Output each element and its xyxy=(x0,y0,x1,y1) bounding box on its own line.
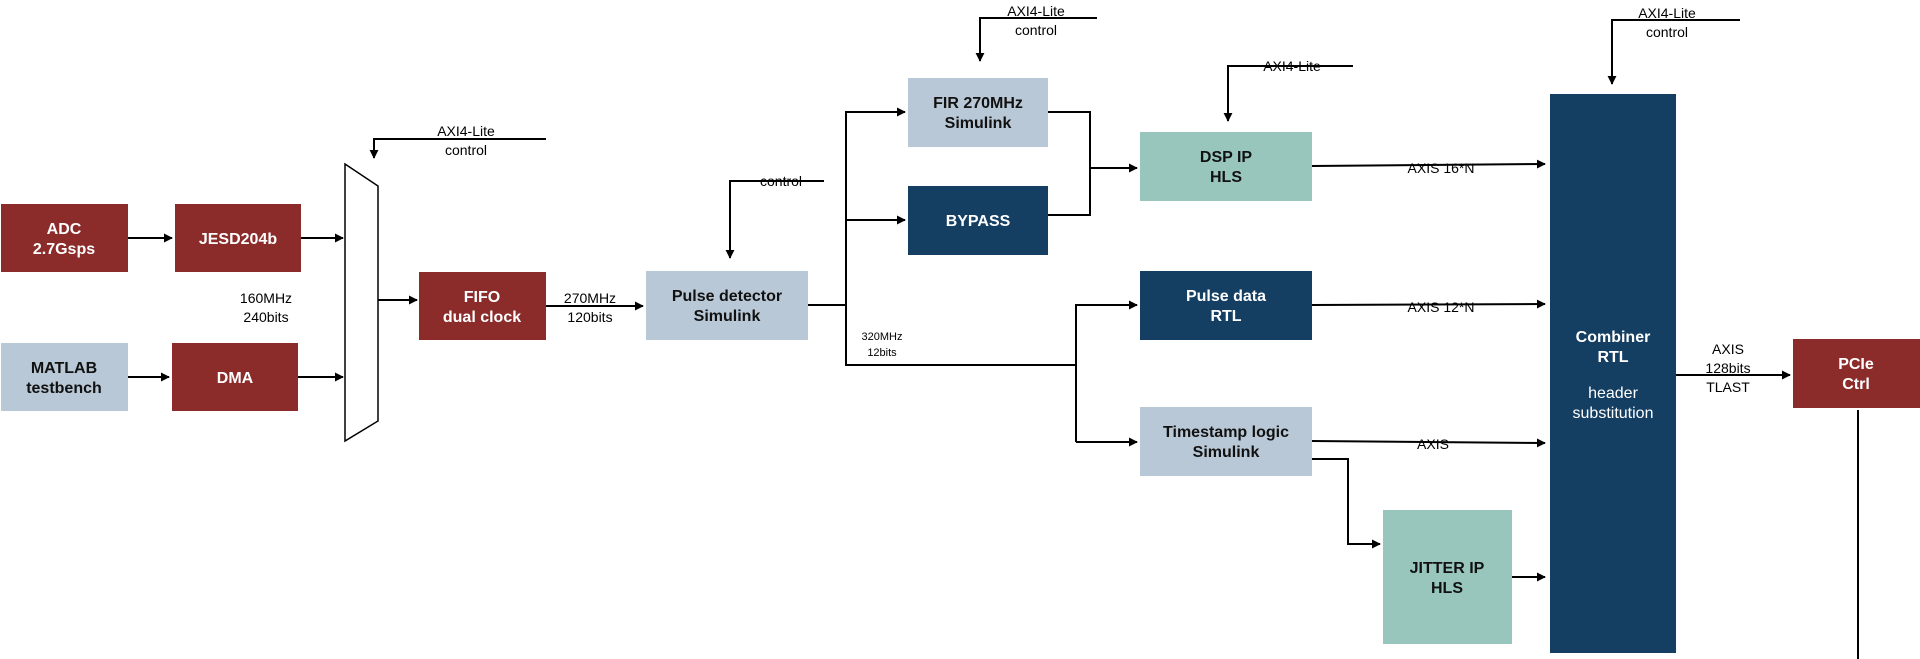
label-clk270-2: 120bits xyxy=(567,309,612,325)
block-pcie-label-2: Ctrl xyxy=(1842,376,1870,393)
block-bypass-label: BYPASS xyxy=(946,213,1011,230)
edge-pd-bus xyxy=(845,305,1076,366)
block-pulse-detector-label-2: Simulink xyxy=(694,308,761,325)
label-clk320-1: 320MHz xyxy=(862,331,903,343)
label-comb-ctrl-1: AXI4-Lite xyxy=(1638,5,1696,21)
ctrl-dsp xyxy=(1223,65,1353,122)
block-pulse-data-label-1: Pulse data xyxy=(1186,288,1266,305)
edge-pd-fir xyxy=(845,107,906,365)
block-matlab-label-1: MATLAB xyxy=(31,360,97,377)
label-comb-ctrl-2: control xyxy=(1646,24,1688,40)
connections xyxy=(128,17,1859,659)
block-combiner-label-2: RTL xyxy=(1597,349,1628,366)
blocks: ADC 2.7Gsps JESD204b MATLAB testbench DM… xyxy=(1,78,1920,653)
edge-bypass-merge xyxy=(1048,168,1091,216)
label-clk320-2: 12bits xyxy=(867,347,897,359)
label-mux-ctrl-2: control xyxy=(445,142,487,158)
edge-fir-merge xyxy=(1048,111,1091,168)
block-mux xyxy=(344,162,379,443)
block-timestamp-label-2: Simulink xyxy=(1193,444,1260,461)
label-clk270-1: 270MHz xyxy=(564,290,616,306)
ctrl-combiner xyxy=(1607,19,1740,85)
label-axis16: AXIS 16*N xyxy=(1408,160,1475,176)
block-matlab-testbench: MATLAB testbench xyxy=(1,343,128,411)
block-adc-label-2: 2.7Gsps xyxy=(33,241,95,258)
block-matlab-label-2: testbench xyxy=(26,380,102,397)
block-jesd204b: JESD204b xyxy=(175,204,301,272)
block-dsp-ip-label-1: DSP IP xyxy=(1200,149,1253,166)
block-timestamp-label-1: Timestamp logic xyxy=(1163,424,1289,441)
block-fir: FIR 270MHz Simulink xyxy=(908,78,1048,147)
block-fifo-label-2: dual clock xyxy=(443,309,521,326)
block-jitter-label-2: HLS xyxy=(1431,580,1463,597)
block-combiner-label-3: header xyxy=(1588,385,1638,402)
block-adc-label-1: ADC xyxy=(47,221,82,238)
block-fifo-label-1: FIFO xyxy=(464,289,500,306)
block-dsp-ip: DSP IP HLS xyxy=(1140,132,1312,201)
block-dma-label: DMA xyxy=(217,370,254,387)
edge-pulse-data-combiner xyxy=(1311,299,1546,309)
block-pcie-ctrl: PCIe Ctrl xyxy=(1793,339,1920,408)
block-fir-label-2: Simulink xyxy=(945,115,1012,132)
ctrl-mux xyxy=(369,138,546,159)
edge-timestamp-combiner xyxy=(1311,438,1546,448)
block-dsp-ip-label-2: HLS xyxy=(1210,169,1242,186)
block-bypass: BYPASS xyxy=(908,186,1048,255)
block-jitter-ip: JITTER IP HLS xyxy=(1383,510,1512,644)
label-axis12: AXIS 12*N xyxy=(1408,299,1475,315)
edge-labels: 160MHz 240bits 270MHz 120bits 320MHz 12b… xyxy=(240,3,1751,452)
block-dma: DMA xyxy=(172,343,298,411)
label-axis128-3: TLAST xyxy=(1706,379,1750,395)
label-axis128-1: AXIS xyxy=(1712,341,1744,357)
ctrl-pulse-detector xyxy=(725,180,824,259)
block-pulse-data: Pulse data RTL xyxy=(1140,271,1312,340)
label-axis128-2: 128bits xyxy=(1705,360,1750,376)
ctrl-fir xyxy=(975,17,1097,62)
block-fifo: FIFO dual clock xyxy=(419,272,546,340)
block-combiner: Combiner RTL header substitution xyxy=(1550,94,1676,653)
block-jitter-label-1: JITTER IP xyxy=(1410,560,1485,577)
label-clk160-1: 160MHz xyxy=(240,290,292,306)
block-pulse-detector-label-1: Pulse detector xyxy=(672,288,782,305)
block-combiner-label-4: substitution xyxy=(1573,405,1654,422)
label-pd-ctrl: control xyxy=(760,173,802,189)
label-dsp-ctrl: AXI4-Lite xyxy=(1263,58,1321,74)
label-mux-ctrl-1: AXI4-Lite xyxy=(437,123,495,139)
block-pulse-data-label-2: RTL xyxy=(1210,308,1241,325)
block-pcie-label-1: PCIe xyxy=(1838,356,1874,373)
label-fir-ctrl-1: AXI4-Lite xyxy=(1007,3,1065,19)
block-jesd204b-label: JESD204b xyxy=(199,231,277,248)
label-clk160-2: 240bits xyxy=(243,309,288,325)
edge-dsp-combiner xyxy=(1311,159,1546,169)
block-combiner-label-1: Combiner xyxy=(1576,329,1651,346)
block-timestamp-logic: Timestamp logic Simulink xyxy=(1140,407,1312,476)
edge-bus-pulse-data xyxy=(1075,300,1138,442)
block-adc: ADC 2.7Gsps xyxy=(1,204,128,272)
label-axis: AXIS xyxy=(1417,436,1449,452)
label-fir-ctrl-2: control xyxy=(1015,22,1057,38)
block-fir-label-1: FIR 270MHz xyxy=(933,95,1023,112)
edge-timestamp-jitter xyxy=(1312,458,1381,549)
block-pulse-detector: Pulse detector Simulink xyxy=(646,271,808,340)
